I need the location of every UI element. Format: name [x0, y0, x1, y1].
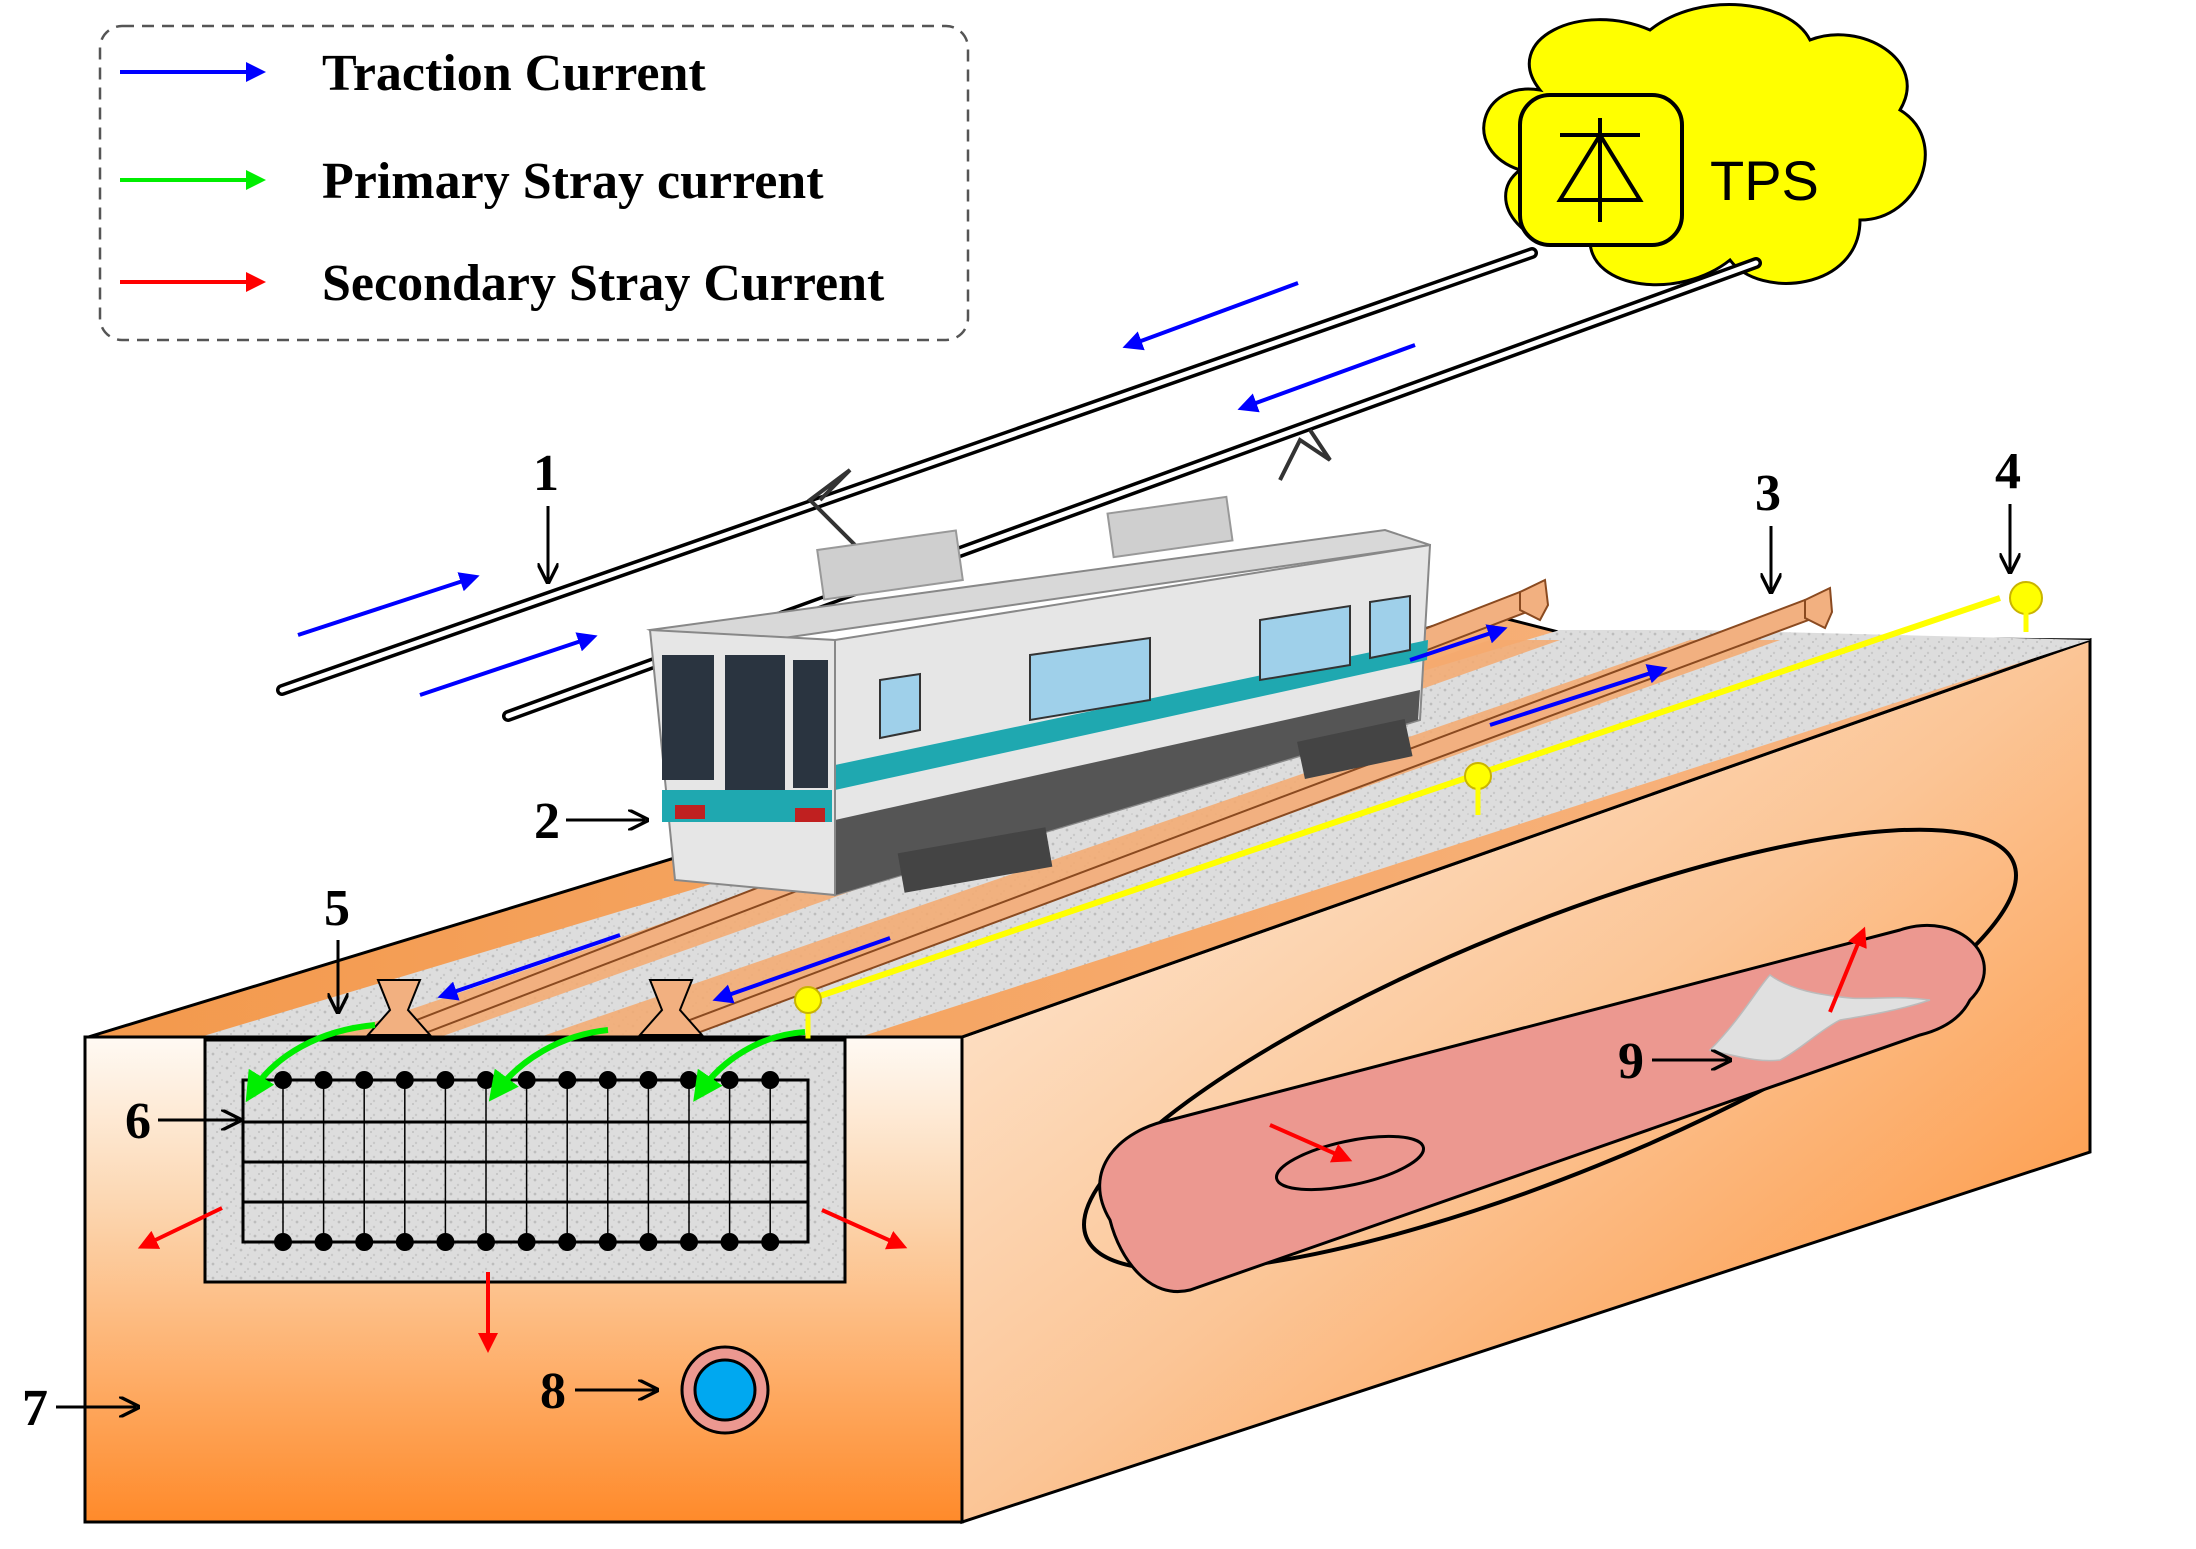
- traction-arrow-rail-2: [1489, 664, 1668, 727]
- traction-arrow-rail-4: [712, 936, 891, 1004]
- rebar-dot: [680, 1071, 698, 1089]
- traction-arrow-catenary-2: [1237, 343, 1416, 413]
- rebar-dot: [761, 1071, 780, 1089]
- headlight-right: [795, 808, 825, 822]
- secondary-stray-right: [821, 1208, 908, 1250]
- primary-stray-arrow-2: [488, 1027, 609, 1102]
- callout-3: 3: [1755, 465, 1781, 522]
- rebar-dot: [517, 1071, 536, 1089]
- rail-profile-right: [637, 979, 705, 1036]
- drainage-cable-line: [807, 595, 2001, 1003]
- concrete-slab: [203, 1038, 847, 1284]
- rebar-dot: [639, 1071, 658, 1089]
- stray-current-field-ellipse: [1082, 827, 2018, 1273]
- rebar-dot: [274, 1233, 292, 1251]
- rebar-verticals: [282, 1080, 771, 1242]
- rebar-dot: [720, 1071, 739, 1089]
- rebar-dots-bottom: [274, 1233, 780, 1251]
- corrosion-pit: [1274, 1134, 1426, 1192]
- rebar-dot: [355, 1233, 374, 1251]
- cable-node-front: [794, 986, 822, 1014]
- primary-stray-arrow-3: [693, 1029, 806, 1102]
- rail-end-right: [1804, 586, 1834, 630]
- pantograph-2: [1278, 428, 1332, 481]
- rebar-dot: [395, 1071, 414, 1089]
- rebar-dot: [639, 1233, 658, 1251]
- traction-power-substation: TPS: [1482, 3, 1927, 287]
- rebar-dot: [436, 1233, 455, 1251]
- rebar-dot: [395, 1233, 414, 1251]
- callout-5: 5: [324, 880, 350, 937]
- rebar-dots-top: [274, 1071, 780, 1089]
- rail-profile-left: [365, 979, 433, 1036]
- callout-7: 7: [22, 1380, 48, 1437]
- train-side-windows: [879, 594, 1411, 740]
- callout-9: 9: [1618, 1033, 1644, 1090]
- secondary-stray-current-label: Secondary Stray Current: [322, 255, 885, 312]
- rebar-dot: [598, 1071, 617, 1089]
- rebar-dot: [274, 1071, 292, 1089]
- callout-4: 4: [1995, 443, 2021, 500]
- rebar-dot: [477, 1071, 495, 1089]
- diode-symbol: [1556, 118, 1644, 222]
- headlight-left: [675, 805, 705, 819]
- tps-label: TPS: [1710, 149, 1819, 212]
- primary-stray-arrow-1: [245, 1022, 376, 1103]
- secondary-stray-pit-arrow: [1269, 1123, 1353, 1163]
- rebar-dot: [558, 1233, 577, 1251]
- pantograph-1: [806, 468, 872, 562]
- traction-arrow-rail-3: [437, 933, 621, 1001]
- pipe-core: [693, 1358, 757, 1422]
- traction-arrow-catenary-4: [419, 632, 598, 697]
- rail-end-left: [1519, 578, 1550, 622]
- traction-current-arrows: [297, 281, 1668, 1004]
- rebar-dot: [680, 1233, 698, 1251]
- rebar-dot: [761, 1233, 780, 1251]
- rebar-dot: [314, 1071, 333, 1089]
- buried-pipe: [680, 1345, 770, 1435]
- secondary-stray-left: [137, 1206, 223, 1249]
- rebar-dot: [558, 1071, 577, 1089]
- callout-1: 1: [533, 445, 559, 502]
- corrosion-damage-area: [1708, 974, 1931, 1062]
- cab-window-left: [662, 655, 714, 780]
- secondary-stray-pipeline-arrow: [1828, 926, 1867, 1013]
- cab-window-center: [725, 655, 785, 790]
- roof-unit-2: [1106, 495, 1234, 559]
- callout-8: 8: [540, 1363, 566, 1420]
- rebar-dot: [720, 1233, 739, 1251]
- primary-stray-arrows: [245, 1022, 806, 1103]
- train-bogie-2: [1297, 719, 1413, 780]
- train-bogie: [897, 827, 1053, 893]
- primary-stray-current-label: Primary Stray current: [322, 153, 824, 210]
- train: [646, 428, 1432, 897]
- legend: Traction Current Primary Stray current S…: [98, 24, 970, 342]
- secondary-stray-arrows-slab: [137, 1206, 908, 1353]
- traction-arrow-rail-1: [1409, 624, 1508, 662]
- callout-6: 6: [125, 1093, 151, 1150]
- rebar-dot: [314, 1233, 333, 1251]
- callout-2: 2: [534, 793, 560, 850]
- traction-current-label: Traction Current: [322, 45, 706, 102]
- legend-frame: [98, 24, 970, 342]
- roof-unit-1: [816, 529, 964, 601]
- drainage-cable: [794, 581, 2043, 1060]
- rebar-dot: [598, 1233, 617, 1251]
- rebar-dot: [517, 1233, 536, 1251]
- rebar-dot: [436, 1071, 455, 1089]
- rebar-dot: [477, 1233, 495, 1251]
- cab-window-right: [793, 660, 828, 788]
- callouts: 1 2 3 4 5 6 7 8 9: [22, 443, 2021, 1437]
- traction-arrow-catenary-1: [1122, 281, 1299, 351]
- traction-arrow-catenary-3: [297, 572, 480, 637]
- rebar-dot: [355, 1071, 374, 1089]
- pipeline-corrosion: [1082, 827, 2018, 1293]
